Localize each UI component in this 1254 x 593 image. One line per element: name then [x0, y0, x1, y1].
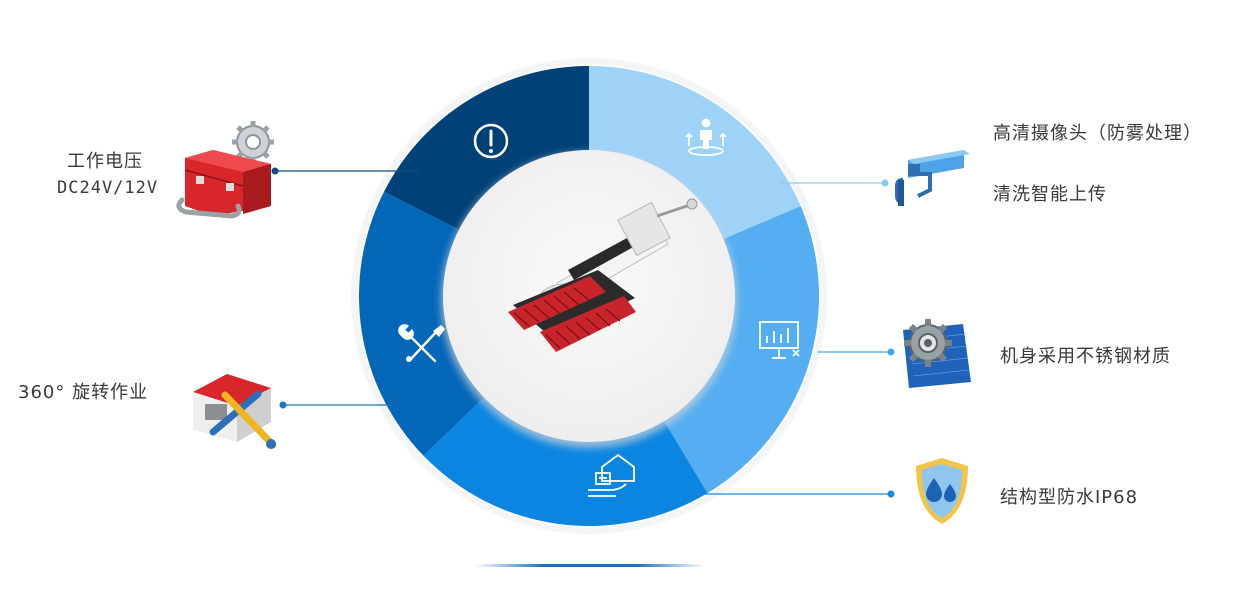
- waterproof-label: 结构型防水IP68: [1000, 487, 1139, 508]
- material-label: 机身采用不锈钢材质: [1000, 346, 1171, 367]
- bottom-accent-bar: [475, 564, 705, 567]
- wrench-screwdriver-icon: [398, 324, 445, 363]
- segment-camera: [589, 66, 801, 240]
- gear-blueprint-icon: [903, 319, 971, 388]
- segment-material: [663, 206, 819, 494]
- exclamation-circle-icon: [473, 123, 509, 159]
- presentation-board-icon: [759, 321, 800, 359]
- segment-voltage: [384, 66, 589, 231]
- voltage-title: 工作电压: [67, 151, 143, 172]
- camera-label-line2: 清洗智能上传: [993, 184, 1107, 205]
- crawler-robot-image: [508, 198, 698, 352]
- people-arrows-icon: [685, 118, 727, 156]
- house-tools-icon: [193, 374, 277, 449]
- voltage-value: DC24V/12V: [57, 178, 159, 198]
- wheel-segments: [359, 66, 819, 526]
- segment-waterproof: [423, 396, 708, 526]
- water-drop-shield-icon: [916, 458, 968, 524]
- security-camera-icon: [895, 150, 970, 206]
- camera-label-line1: 高清摄像头（防雾处理）: [993, 123, 1202, 144]
- segment-rotation: [359, 191, 485, 456]
- toolbox-gear-icon: [176, 121, 274, 219]
- house-delivery-icon: [588, 453, 635, 497]
- connector-lines: [271, 167, 895, 498]
- rotation-label: 360° 旋转作业: [18, 382, 149, 403]
